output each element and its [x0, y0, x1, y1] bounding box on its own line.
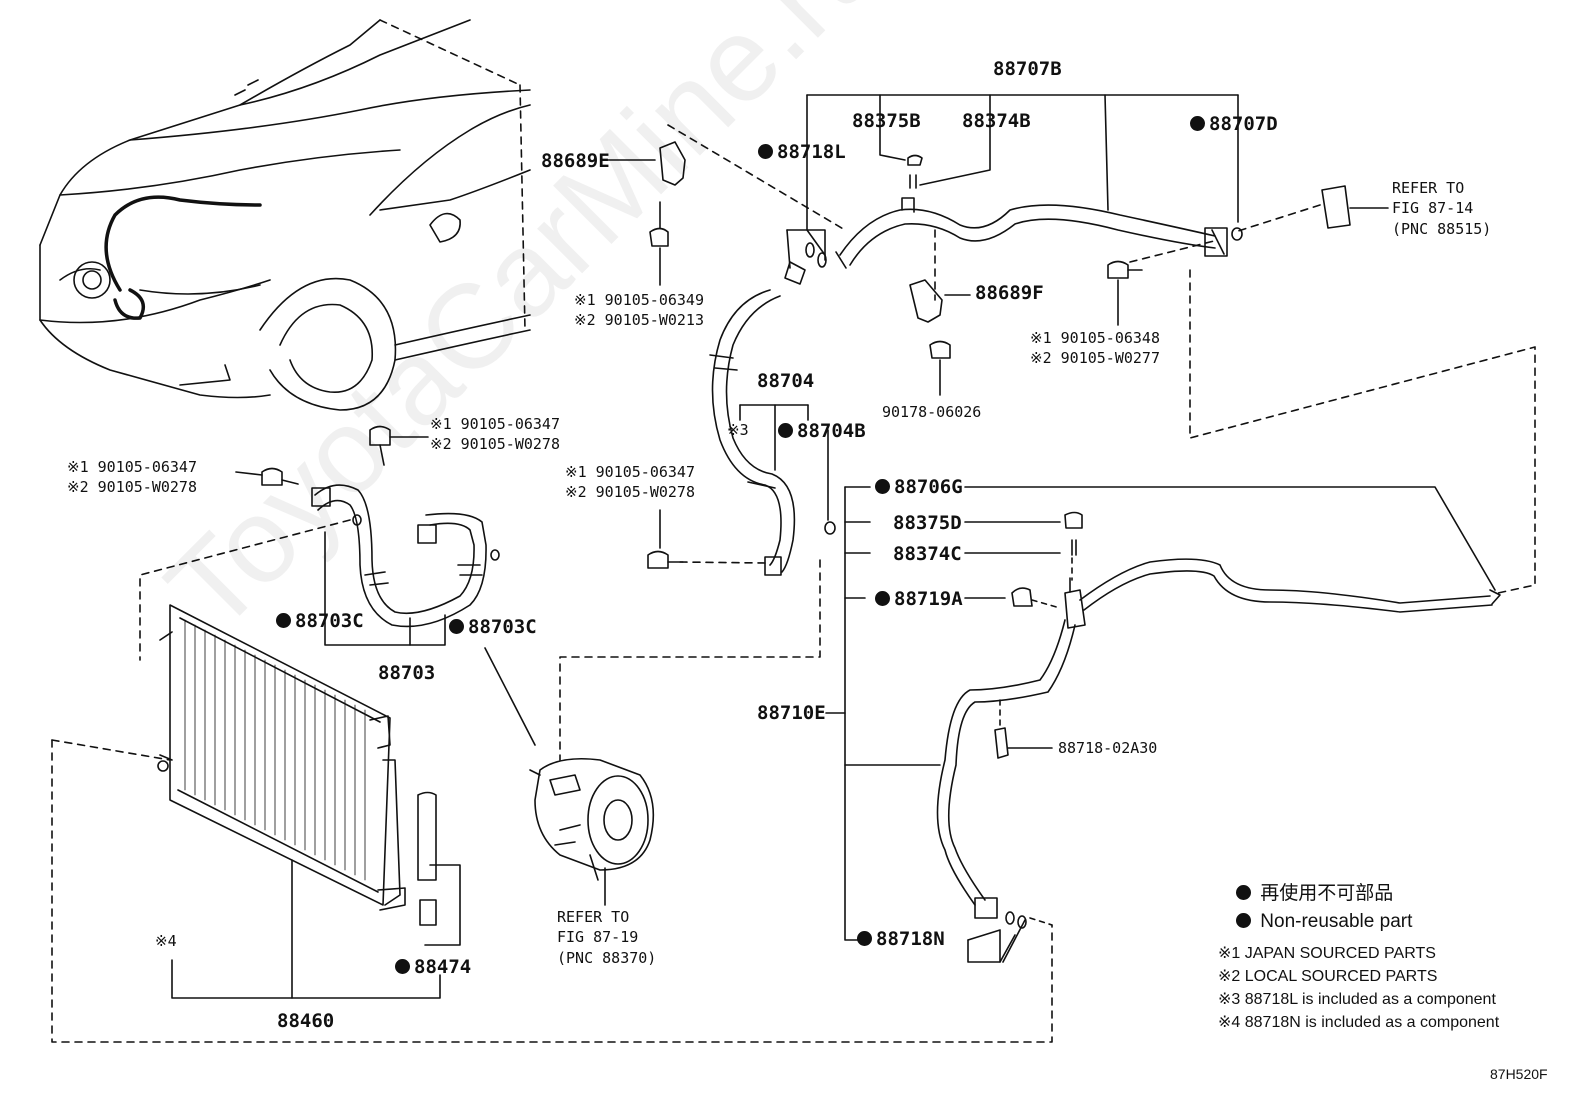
legend-note-2: ※2 LOCAL SOURCED PARTS [1218, 968, 1438, 985]
liquid-pipe-88710E-shape [936, 558, 1501, 929]
label-88375B: 88375B [852, 110, 921, 132]
label-88374B: 88374B [962, 110, 1031, 132]
non-reusable-dot-icon [778, 423, 793, 438]
legend-en-row: Non-reusable part [1236, 908, 1499, 936]
non-reusable-dot-icon [1236, 885, 1251, 900]
non-reusable-dot-icon [449, 619, 464, 634]
label-88719A: 88719A [875, 590, 963, 609]
label-88689E: 88689E [541, 150, 610, 172]
label-88706G: 88706G [875, 478, 963, 497]
ref-fig-87-14: REFER TO FIG 87-14 (PNC 88515) [1392, 179, 1492, 238]
label-88704B: 88704B [778, 422, 866, 441]
label-88704: 88704 [757, 370, 815, 392]
legend-notes: ※1 JAPAN SOURCED PARTS ※2 LOCAL SOURCED … [1218, 942, 1499, 1034]
condenser-88460-shape [157, 604, 437, 926]
legend: 再使用不可部品 Non-reusable part ※1 JAPAN SOURC… [1218, 880, 1499, 1034]
label-88707B: 88707B [993, 58, 1062, 80]
non-reusable-dot-icon [857, 931, 872, 946]
non-reusable-dot-icon [875, 591, 890, 606]
label-88689F: 88689F [975, 282, 1044, 304]
bolt-label-top-06347: ※1 90105-06347※2 90105-W0278 [430, 415, 560, 454]
non-reusable-dot-icon [1190, 116, 1205, 131]
label-90178-06026: 90178-06026 [882, 403, 982, 421]
suction-hose-88707B-shape [835, 154, 1243, 269]
label-88707D: 88707D [1190, 115, 1278, 134]
label-88703C-left: 88703C [276, 612, 364, 631]
non-reusable-dot-icon [276, 613, 291, 628]
non-reusable-dot-icon [875, 479, 890, 494]
figure-code: 87H520F [1490, 1066, 1548, 1082]
car-illustration [39, 19, 531, 411]
bolt-label-90105-06349: ※1 90105-06349※2 90105-W0213 [574, 291, 704, 330]
label-88703: 88703 [378, 662, 436, 684]
non-reusable-dot-icon [758, 144, 773, 159]
mark-4: ※4 [155, 932, 177, 950]
mark-3: ※3 [727, 421, 749, 439]
label-88460: 88460 [277, 1010, 335, 1032]
non-reusable-dot-icon [1236, 913, 1251, 928]
ref-fig-87-19: REFER TO FIG 87-19 (PNC 88370) [557, 908, 657, 967]
legend-note-3: ※3 88718L is included as a component [1218, 991, 1496, 1008]
discharge-hose-88703-shape [311, 484, 500, 628]
bolt-label-90105-06348: ※1 90105-06348※2 90105-W0277 [1030, 329, 1160, 368]
bolt-label-left-06347: ※1 90105-06347※2 90105-W0278 [67, 458, 197, 497]
label-88718-02A30: 88718-02A30 [1058, 739, 1158, 757]
non-reusable-dot-icon [395, 959, 410, 974]
suction-hose-88704-shape [709, 242, 836, 576]
label-88718L: 88718L [758, 143, 846, 162]
label-88703C-right: 88703C [449, 618, 537, 637]
legend-note-1: ※1 JAPAN SOURCED PARTS [1218, 945, 1436, 962]
compressor-shape [529, 757, 655, 881]
legend-note-4: ※4 88718N is included as a component [1218, 1014, 1500, 1031]
label-88718N: 88718N [857, 930, 945, 949]
label-88374C: 88374C [893, 543, 962, 565]
label-88375D: 88375D [893, 512, 962, 534]
legend-jp-row: 再使用不可部品 [1236, 880, 1499, 908]
label-88710E: 88710E [757, 702, 826, 724]
bolt-label-mid-06347: ※1 90105-06347※2 90105-W0278 [565, 463, 695, 502]
label-88474: 88474 [395, 958, 471, 977]
